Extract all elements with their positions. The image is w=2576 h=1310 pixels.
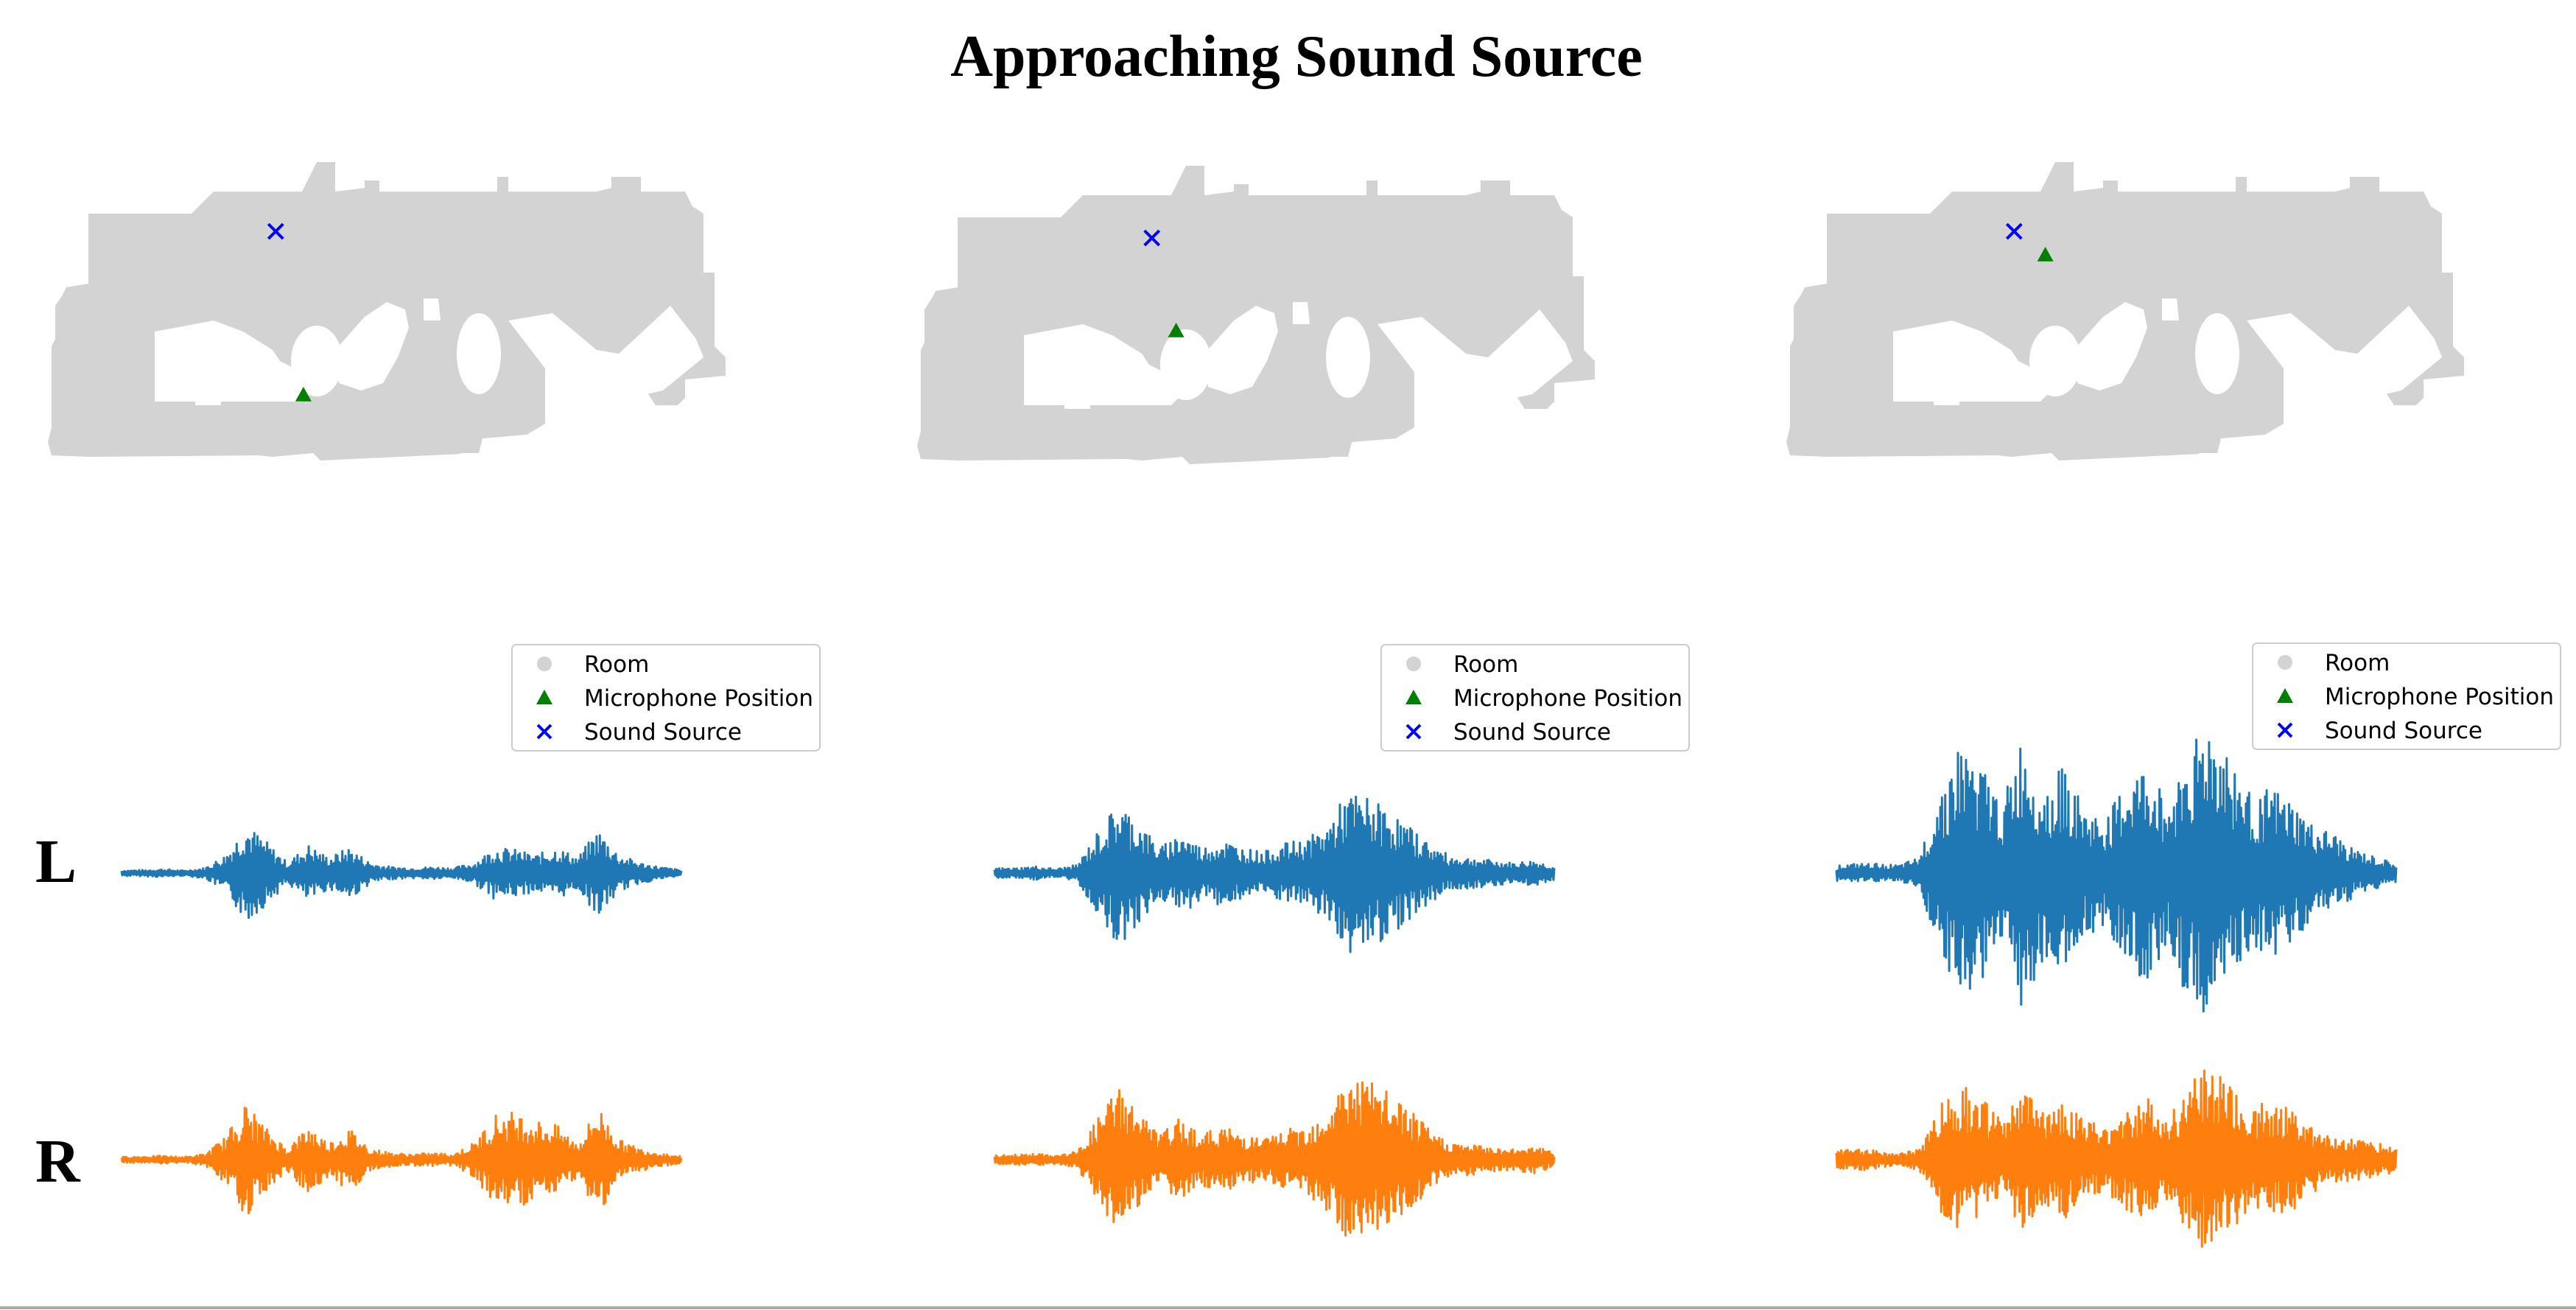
map-panel-2 xyxy=(917,166,1595,586)
legend-box xyxy=(2252,642,2561,750)
room-obstacles xyxy=(1878,298,2442,582)
left-channel-waveform xyxy=(1835,738,2398,1013)
microphone-marker xyxy=(2037,247,2054,262)
legend-room: Room xyxy=(2325,650,2390,676)
microphone-marker xyxy=(1168,323,1185,337)
microphone-marker xyxy=(295,387,312,402)
sound-source-marker xyxy=(267,223,284,240)
legend-room: Room xyxy=(584,651,649,678)
figure-title: Approaching Sound Source xyxy=(950,24,1643,89)
right-channel-waveform xyxy=(1835,1069,2398,1248)
legend-microphone: Microphone Position xyxy=(584,685,813,712)
room-obstacles xyxy=(140,298,703,582)
waveforms xyxy=(120,738,2398,1248)
map-panel-1 xyxy=(48,162,726,582)
microphone-legend-icon xyxy=(2277,688,2293,703)
room-obstacles xyxy=(1009,302,1573,586)
left-channel-waveform xyxy=(993,795,1556,953)
sound-source-legend-icon xyxy=(536,724,552,740)
map-panel-3 xyxy=(1786,162,2464,582)
legend-microphone: Microphone Position xyxy=(1453,685,1682,712)
legend-sound-source: Sound Source xyxy=(2325,718,2482,744)
legend-box xyxy=(511,644,821,752)
legend-room: Room xyxy=(1453,651,1518,678)
sound-source-marker xyxy=(2005,223,2023,240)
right-channel-waveform xyxy=(120,1107,683,1215)
legend-sound-source: Sound Source xyxy=(584,719,742,746)
right-channel-waveform xyxy=(993,1081,1556,1237)
legend-microphone: Microphone Position xyxy=(2325,684,2554,710)
microphone-legend-icon xyxy=(1405,690,1422,704)
legend-box xyxy=(1380,644,1690,752)
room-legend-icon xyxy=(537,656,552,671)
legend-sound-source: Sound Source xyxy=(1453,719,1611,746)
right-channel-label: R xyxy=(35,1127,81,1196)
room-legend-icon xyxy=(2278,655,2292,670)
sound-source-legend-icon xyxy=(1405,724,1422,740)
sound-source-legend-icon xyxy=(2277,722,2293,738)
sound-source-marker xyxy=(1143,229,1161,247)
left-channel-label: L xyxy=(35,827,77,896)
room-legend-icon xyxy=(1406,656,1421,671)
microphone-legend-icon xyxy=(536,690,552,704)
left-channel-waveform xyxy=(120,832,683,920)
